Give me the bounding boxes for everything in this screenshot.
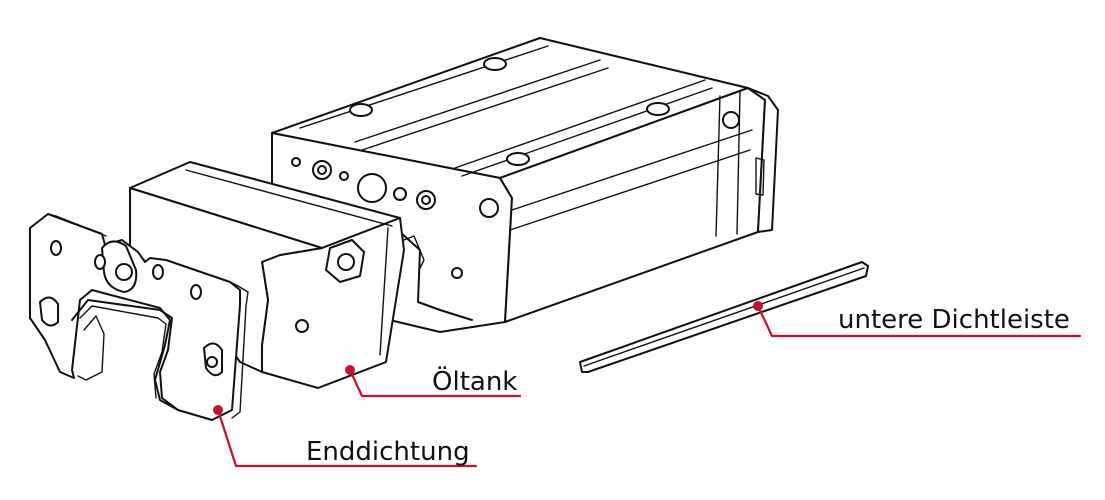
- leader-line: [756, 304, 1082, 338]
- carriage-ridge: [461, 87, 713, 177]
- bolt-hole: [349, 103, 373, 117]
- leader-bottom-seal-strip: [753, 301, 1082, 338]
- end-seal-hole: [206, 356, 218, 368]
- mounting-hole: [317, 165, 327, 175]
- end-seal-rail-cutout-inner: [79, 305, 167, 399]
- mounting-hole: [339, 171, 349, 181]
- oil-tank-edge: [185, 169, 393, 227]
- carriage-ridge: [361, 67, 609, 151]
- bolt-hole: [506, 152, 530, 166]
- bottom-seal-strip-edge: [583, 267, 865, 367]
- lubrication-port-hole: [337, 253, 355, 271]
- mounting-hole: [393, 187, 407, 201]
- carriage-side-line: [736, 91, 741, 235]
- mounting-hole: [295, 319, 309, 333]
- label-oil-tank: Öltank: [432, 365, 517, 397]
- carriage-side-line: [511, 129, 753, 211]
- oil-tank-edge: [379, 227, 389, 356]
- carriage-rail-channel: [403, 235, 425, 269]
- oil-tank: [129, 161, 405, 389]
- mounting-hole: [291, 157, 301, 167]
- leader-end-seal: [213, 405, 478, 468]
- end-seal-lip: [77, 315, 105, 381]
- mounting-hole: [451, 267, 463, 279]
- carriage-rail-channel: [399, 231, 473, 321]
- bolt-hole: [483, 57, 507, 71]
- label-bottom-seal-strip: untere Dichtleiste: [838, 305, 1070, 335]
- leader-line: [348, 368, 522, 398]
- end-seal-port-hole: [115, 263, 133, 281]
- end-seal-thickness: [229, 281, 249, 419]
- bottom-seal-strip: [579, 261, 869, 373]
- bolt-hole: [646, 102, 670, 116]
- carriage-side-line: [715, 95, 721, 237]
- leader-oil-tank: [345, 365, 522, 398]
- label-end-seal: Enddichtung: [306, 437, 470, 467]
- end-seal-hole: [190, 284, 202, 300]
- end-seal-hole: [39, 296, 59, 327]
- mounting-hole: [357, 173, 387, 203]
- mounting-hole: [421, 195, 431, 205]
- end-seal-rail-cutout: [71, 299, 179, 411]
- carriage-ridge: [454, 79, 706, 169]
- end-seal-hole: [50, 240, 62, 256]
- carriage-ridge: [354, 59, 601, 143]
- end-seal: [29, 213, 249, 421]
- end-seal-hole: [94, 254, 106, 270]
- carriage-ridge: [299, 45, 549, 129]
- end-seal-thickness: [47, 213, 107, 237]
- mounting-hole: [722, 111, 740, 129]
- carriage-side-line: [509, 149, 751, 231]
- end-seal-plate: [29, 213, 241, 421]
- mounting-hole: [479, 198, 499, 218]
- leader-line: [216, 408, 478, 468]
- carriage-end-nipple: [755, 157, 765, 196]
- end-seal-hole: [152, 264, 164, 280]
